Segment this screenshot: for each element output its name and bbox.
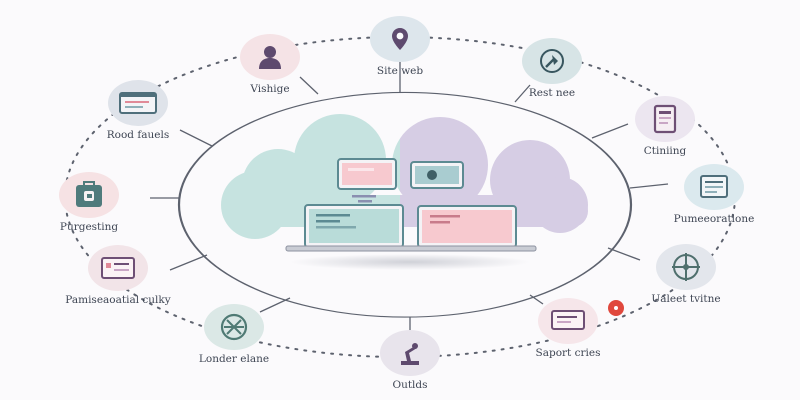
briefcase-icon — [76, 181, 102, 207]
node-badge — [204, 304, 264, 350]
node-label: Saport cries — [535, 347, 601, 359]
node-label: Ctiniing — [643, 145, 687, 157]
node-purgesting[interactable]: Purgesting — [29, 172, 149, 233]
node-label: Site web — [376, 65, 424, 77]
central-circle — [177, 91, 633, 318]
node-badge — [240, 34, 300, 80]
node-badge — [59, 172, 119, 218]
node-badge — [370, 16, 430, 62]
node-saport-cries[interactable]: Saport cries — [508, 298, 628, 359]
robot-arm-icon — [401, 343, 419, 365]
laptop-left — [304, 204, 404, 248]
node-badge — [88, 245, 148, 291]
user-icon — [259, 46, 281, 69]
node-label: Londer elane — [198, 353, 270, 365]
node-site-web[interactable]: Site web — [340, 16, 460, 77]
node-ualeet-tvitne[interactable]: Ualeet tvitne — [626, 244, 746, 305]
wheel-icon — [220, 313, 248, 341]
node-londer-elane[interactable]: Londer elane — [174, 304, 294, 365]
document-icon — [700, 175, 728, 198]
node-label: Pamiseaoatial culky — [65, 294, 171, 306]
node-label: Purgesting — [59, 221, 119, 233]
node-label: Rest nee — [528, 87, 576, 99]
cloud-shape — [221, 114, 588, 239]
node-outlds[interactable]: Outlds — [350, 330, 470, 391]
node-badge — [538, 298, 598, 344]
node-badge — [108, 80, 168, 126]
browser-window-icon — [119, 92, 157, 114]
node-badge — [684, 164, 744, 210]
node-pamiseaoatial-culky[interactable]: Pamiseaoatial culky — [58, 245, 178, 306]
node-pumeeoratlone[interactable]: Pumeeoratlone — [654, 164, 774, 225]
node-ctiniing[interactable]: Ctiniing — [605, 96, 725, 157]
crosshair-target-icon — [672, 253, 700, 281]
node-vishige[interactable]: Vishige — [210, 34, 330, 95]
pin-marker-icon — [392, 28, 408, 50]
node-label: Rood fauels — [106, 129, 170, 141]
node-rood-fauels[interactable]: Rood fauels — [78, 80, 198, 141]
floating-screens — [337, 158, 464, 203]
node-label: Outlds — [392, 379, 428, 391]
node-badge — [380, 330, 440, 376]
node-label: Pumeeoratlone — [673, 213, 755, 225]
laptop-base — [285, 245, 537, 252]
laptop-right — [417, 205, 517, 248]
node-badge — [656, 244, 716, 290]
node-rest-nee[interactable]: Rest nee — [492, 38, 612, 99]
notification-alert-icon[interactable] — [608, 300, 624, 316]
node-badge — [522, 38, 582, 84]
satellite-dish-icon — [540, 49, 564, 73]
node-badge — [635, 96, 695, 142]
node-label: Vishige — [250, 83, 290, 95]
notebook-icon — [653, 104, 677, 134]
node-label: Ualeet tvitne — [651, 293, 721, 305]
message-card-icon — [551, 310, 585, 330]
laptop-shadow — [290, 254, 530, 270]
form-card-icon — [101, 257, 135, 279]
